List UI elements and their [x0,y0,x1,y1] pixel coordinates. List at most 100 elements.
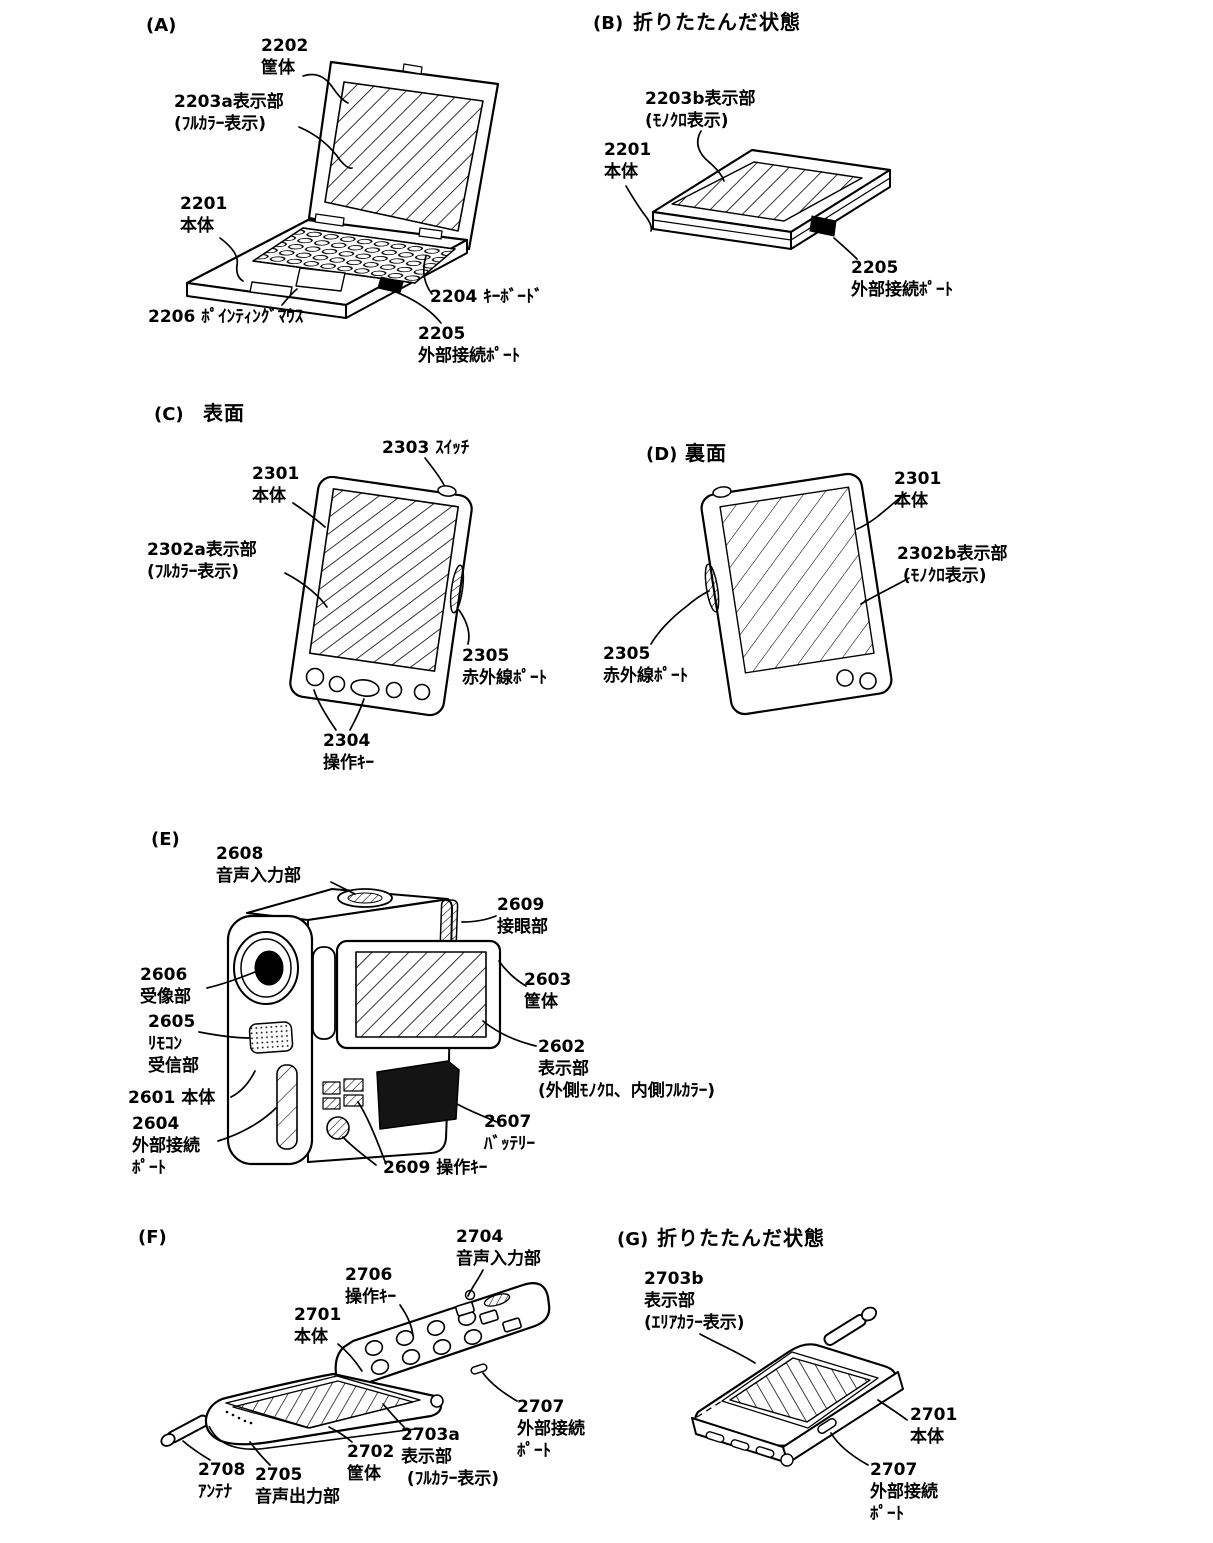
folded-phone-antenna-tip [860,1306,878,1322]
label-f-antenna: 2708 ｱﾝﾃﾅ [198,1460,246,1502]
camera-lens-pupil [254,950,284,986]
laptop-touchpad [295,267,346,292]
label-b-display: 2203b表示部 (ﾓﾉｸﾛ表示) [645,89,756,131]
label-f-audio-output: 2705 音声出力部 [255,1465,340,1507]
pda-key-5 [413,683,431,701]
slab-ext-port [809,215,837,237]
label-b-ext-port: 2205 外部接続ﾎﾟｰﾄ [851,258,953,300]
camera-drawing [226,888,502,1166]
phone-keypad-keys [364,1301,522,1375]
pda-back-screen-hatch [719,486,875,674]
panel-e-tag: (E) [151,829,180,850]
camera-hinge [312,946,336,1040]
panel-b-tag: (B) [593,13,624,34]
label-f-ext-port: 2707 外部接続 ﾎﾟｰﾄ [517,1397,585,1461]
laptop-hinge-tab-left [314,213,345,227]
camera-key-3 [322,1097,341,1110]
label-c-switch: 2303 ｽｲｯﾁ [382,438,470,458]
pda-key-4 [385,681,403,699]
laptop-leader-lines [219,73,442,324]
phone-speaker-dots [225,1410,253,1425]
pda-ir-port [449,564,465,614]
panel-a-tag: (A) [146,15,177,36]
label-f-body: 2701 本体 [294,1305,342,1347]
pda-back-switch [712,486,732,498]
label-e-display: 2602 表示部 (外側ﾓﾉｸﾛ、内側ﾌﾙｶﾗｰ) [538,1037,716,1101]
pda-switch [437,485,457,497]
label-c-op-keys: 2304 操作ｷｰ [323,731,374,773]
camera-key-2 [343,1078,364,1092]
camera-dial [326,1116,350,1140]
slab-screen-hatch [671,161,863,222]
label-c-body: 2301 本体 [252,464,300,506]
phone-flip-keypad-half [334,1282,551,1389]
label-d-body: 2301 本体 [894,469,942,511]
label-g-ext-port: 2707 外部接続 ﾎﾟｰﾄ [870,1460,938,1524]
label-e-remote-receiver: 2605 ﾘﾓｺﾝ 受信部 [148,1012,199,1076]
pda-back-button-1 [836,669,854,687]
panel-c-tag: (C) [154,404,184,425]
laptop-hinge-tab-right [418,227,443,240]
phone-folded-leader-lines [699,1333,908,1466]
label-g-body: 2701 本体 [910,1405,958,1447]
label-a-keyboard: 2204 ｷｰﾎﾞｰﾄﾞ [430,287,543,307]
phone-hinge [430,1394,444,1408]
label-e-eyepiece: 2609 接眼部 [497,895,548,937]
label-f-audio-input: 2704 音声入力部 [456,1227,541,1269]
slab-seam-lines [652,177,891,241]
pda-key-1 [305,667,325,687]
laptop-keyboard-keys [252,227,456,284]
pda-back-drawing [700,472,893,716]
label-e-housing: 2603 筐体 [524,970,572,1012]
phone-open-drawing [160,1282,551,1450]
label-e-image-receiver: 2606 受像部 [140,965,191,1007]
pda-front-drawing [289,475,473,717]
folded-phone-antenna [823,1314,867,1346]
pda-back-ir-port [704,563,720,613]
phone-antenna-tip [160,1433,176,1447]
panel-c-title: 表面 [203,401,245,425]
label-d-display: 2302b表示部 (ﾓﾉｸﾛ表示) [897,544,1008,586]
folded-phone-ext-port [817,1417,837,1435]
pda-screen-hatch [309,488,459,672]
laptop-drawing [185,60,500,319]
folded-phone-screen-hatch [729,1357,871,1423]
label-e-op-keys: 2609 操作ｷｰ [383,1158,488,1178]
camera-eyepiece [439,899,459,945]
folded-phone-dashes [696,1344,843,1418]
camera-key-4 [343,1094,364,1107]
camera-mic-grille [347,892,383,904]
label-f-op-keys: 2706 操作ｷｰ [345,1265,396,1307]
label-f-display: 2703a 表示部 (ﾌﾙｶﾗｰ表示) [401,1425,499,1489]
folded-laptop-leader-lines [625,130,858,260]
phone-screen-hatch [232,1380,414,1429]
panel-g-title: 折りたたんだ状態 [657,1226,825,1250]
phone-ext-port [470,1363,488,1375]
label-b-body: 2201 本体 [604,140,652,182]
label-a-housing: 2202 筐体 [261,36,309,78]
phone-speaker-slots [483,1293,511,1307]
label-c-ir-port: 2305 赤外線ﾎﾟｰﾄ [462,646,547,688]
label-e-ext-port: 2604 外部接続 ﾎﾟｰﾄ [132,1114,200,1178]
label-a-pointing-mouse: 2206 ﾎﾟｲﾝﾃｨﾝｸﾞﾏｳｽ [148,307,304,327]
phone-open-leader-lines [182,1269,518,1466]
label-c-display: 2302a表示部 (ﾌﾙｶﾗｰ表示) [147,540,257,582]
phone-lower-body-front-edge [208,1425,416,1450]
label-a-display: 2203a表示部 (ﾌﾙｶﾗｰ表示) [174,92,284,134]
camera-battery [376,1060,460,1130]
camera-remote-receiver [248,1021,294,1054]
label-d-ir-port: 2305 赤外線ﾎﾟｰﾄ [603,644,688,686]
label-a-ext-port: 2205 外部接続ﾎﾟｰﾄ [418,324,520,366]
label-f-housing: 2702 筐体 [347,1442,395,1484]
laptop-lid-latch [402,63,423,75]
panel-d-tag: (D) [646,444,678,465]
folded-phone-side-buttons [705,1431,794,1467]
camera-key-1 [322,1081,341,1095]
camera-lcd-screen-hatch [355,951,487,1038]
pda-back-leader-lines [650,492,910,645]
panel-d-title: 裏面 [685,441,727,465]
pda-back-button-2 [859,672,877,690]
panel-f-tag: (F) [138,1227,167,1248]
